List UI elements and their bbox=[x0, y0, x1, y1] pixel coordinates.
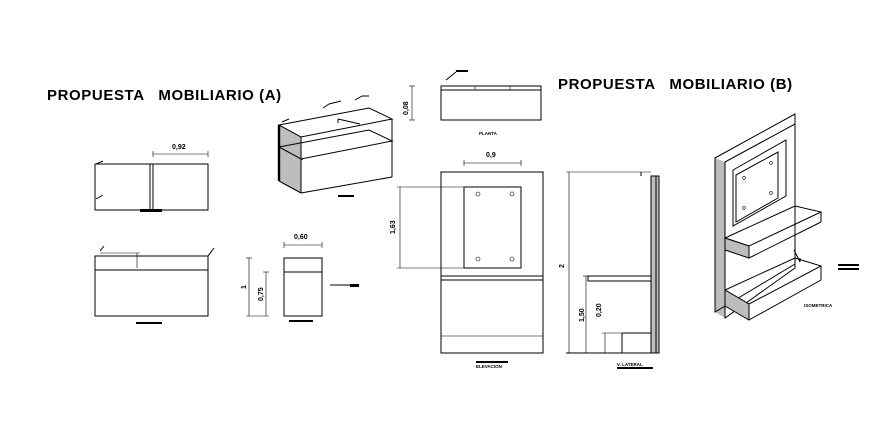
dim-b-panel-width: 0,9 bbox=[486, 152, 496, 159]
dim-b-panel-height: 1,63 bbox=[390, 220, 397, 234]
dim-a-height-lower: 0,75 bbox=[258, 287, 265, 301]
dim-a-front-width: 0,92 bbox=[172, 144, 186, 151]
furniture-b-side-view bbox=[566, 171, 660, 369]
furniture-a-isometric bbox=[277, 95, 394, 197]
furniture-a-front-view bbox=[94, 151, 209, 212]
dim-a-side-width: 0,60 bbox=[294, 234, 308, 241]
dim-b-shelf-offset: 0,20 bbox=[596, 303, 603, 317]
title-mobiliario-b: PROPUESTA MOBILIARIO (B) bbox=[558, 76, 793, 93]
caption-planta: PLANTA bbox=[479, 131, 498, 136]
furniture-a-front-view-2 bbox=[94, 245, 215, 324]
title-mobiliario-a: PROPUESTA MOBILIARIO (A) bbox=[47, 87, 282, 104]
caption-v-lateral: V. LATERAL bbox=[617, 362, 643, 367]
caption-isometrica: ISOMETRICA bbox=[804, 303, 833, 308]
furniture-a-side-view bbox=[246, 242, 359, 322]
dim-a-height-total: 1 bbox=[241, 285, 248, 289]
caption-elevacion: ELEVACION bbox=[476, 364, 502, 369]
furniture-b-plan-view bbox=[409, 70, 542, 121]
dim-b-plan-depth: 0,08 bbox=[403, 101, 410, 115]
furniture-b-isometric bbox=[714, 113, 859, 321]
furniture-b-elevation bbox=[397, 160, 544, 363]
dim-b-total-height: 2 bbox=[559, 264, 566, 268]
dim-b-shelf-height: 1,50 bbox=[579, 308, 586, 322]
